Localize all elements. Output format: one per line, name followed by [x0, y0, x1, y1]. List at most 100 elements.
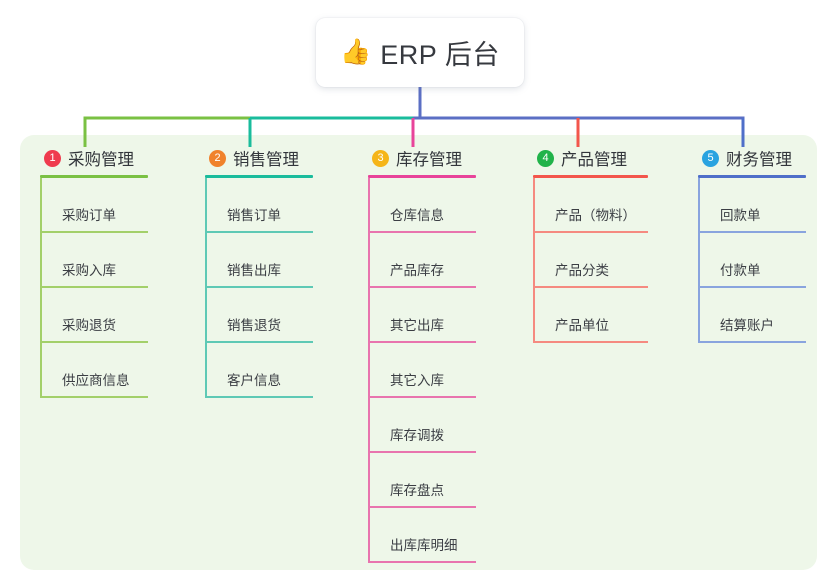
leaf-rule [533, 341, 648, 343]
leaf-node[interactable]: 客户信息 [205, 343, 313, 398]
leaf-rule [698, 231, 806, 233]
leaf-label: 销售出库 [227, 263, 281, 278]
branch-rule-4 [533, 175, 648, 178]
leaf-label: 付款单 [720, 263, 761, 278]
branch-title-3: 库存管理 [396, 151, 462, 169]
leaf-node[interactable]: 供应商信息 [40, 343, 148, 398]
branch-spine-2 [205, 178, 207, 398]
leaf-rule [368, 231, 476, 233]
leaf-rule [40, 231, 148, 233]
branch-badge-2: 2 [209, 149, 226, 167]
leaf-rule [205, 231, 313, 233]
leaf-label: 库存盘点 [390, 483, 444, 498]
leaf-node[interactable]: 销售出库 [205, 233, 313, 288]
leaf-label: 出库库明细 [390, 538, 458, 553]
branch-rule-2 [205, 175, 313, 178]
leaf-node[interactable]: 销售退货 [205, 288, 313, 343]
leaf-node[interactable]: 付款单 [698, 233, 806, 288]
leaf-rule [368, 506, 476, 508]
leaf-node[interactable]: 产品库存 [368, 233, 476, 288]
leaf-list-3: 仓库信息产品库存其它出库其它入库库存调拨库存盘点出库库明细 [368, 178, 476, 563]
leaf-node[interactable]: 仓库信息 [368, 178, 476, 233]
branch-2: 2 销售管理销售订单销售出库销售退货客户信息 [205, 146, 313, 398]
leaf-label: 库存调拨 [390, 428, 444, 443]
branch-3: 3 库存管理仓库信息产品库存其它出库其它入库库存调拨库存盘点出库库明细 [368, 146, 476, 563]
branch-header-2[interactable]: 2 销售管理 [205, 146, 313, 170]
leaf-node[interactable]: 采购退货 [40, 288, 148, 343]
leaf-label: 产品单位 [555, 318, 609, 333]
leaf-rule [368, 286, 476, 288]
branches-panel [20, 135, 817, 570]
leaf-label: 产品分类 [555, 263, 609, 278]
branch-rule-5 [698, 175, 806, 178]
branch-badge-1: 1 [44, 149, 61, 167]
leaf-rule [533, 231, 648, 233]
leaf-node[interactable]: 产品分类 [533, 233, 648, 288]
leaf-rule [40, 341, 148, 343]
leaf-label: 回款单 [720, 208, 761, 223]
branch-header-1[interactable]: 1 采购管理 [40, 146, 148, 170]
leaf-label: 销售退货 [227, 318, 281, 333]
branch-header-4[interactable]: 4 产品管理 [533, 146, 648, 170]
leaf-rule [40, 396, 148, 398]
leaf-label: 客户信息 [227, 373, 281, 388]
leaf-node[interactable]: 采购入库 [40, 233, 148, 288]
leaf-rule [368, 451, 476, 453]
leaf-rule [698, 286, 806, 288]
leaf-node[interactable]: 其它出库 [368, 288, 476, 343]
branch-title-1: 采购管理 [68, 151, 134, 169]
leaf-node[interactable]: 出库库明细 [368, 508, 476, 563]
leaf-label: 其它出库 [390, 318, 444, 333]
leaf-rule [205, 286, 313, 288]
leaf-node[interactable]: 结算账户 [698, 288, 806, 343]
branch-badge-3: 3 [372, 149, 389, 167]
leaf-rule [40, 286, 148, 288]
leaf-list-4: 产品（物料） 产品分类产品单位 [533, 178, 648, 343]
leaf-node[interactable]: 库存调拨 [368, 398, 476, 453]
branch-5: 5 财务管理回款单付款单结算账户 [698, 146, 806, 343]
leaf-node[interactable]: 产品（物料） [533, 178, 648, 233]
branch-badge-5: 5 [702, 149, 719, 167]
leaf-rule [205, 341, 313, 343]
branch-spine-5 [698, 178, 700, 343]
leaf-list-5: 回款单付款单结算账户 [698, 178, 806, 343]
branch-header-5[interactable]: 5 财务管理 [698, 146, 806, 170]
leaf-label: 采购订单 [62, 208, 116, 223]
leaf-node[interactable]: 采购订单 [40, 178, 148, 233]
branch-title-2: 销售管理 [233, 151, 299, 169]
branch-title-5: 财务管理 [726, 151, 792, 169]
leaf-node[interactable]: 回款单 [698, 178, 806, 233]
branch-spine-3 [368, 178, 370, 563]
branch-title-4: 产品管理 [561, 151, 627, 169]
branch-rule-1 [40, 175, 148, 178]
leaf-label: 其它入库 [390, 373, 444, 388]
leaf-list-1: 采购订单采购入库采购退货供应商信息 [40, 178, 148, 398]
leaf-label: 采购退货 [62, 318, 116, 333]
leaf-rule [368, 396, 476, 398]
leaf-label: 结算账户 [720, 318, 774, 333]
leaf-node[interactable]: 库存盘点 [368, 453, 476, 508]
leaf-label: 产品库存 [390, 263, 444, 278]
branch-4: 4 产品管理产品（物料） 产品分类产品单位 [533, 146, 648, 343]
leaf-node[interactable]: 其它入库 [368, 343, 476, 398]
leaf-label: 产品（物料） [555, 208, 636, 223]
branch-1: 1 采购管理采购订单采购入库采购退货供应商信息 [40, 146, 148, 398]
thumbs-up-icon: 👍 [340, 38, 372, 66]
leaf-list-2: 销售订单销售出库销售退货客户信息 [205, 178, 313, 398]
leaf-rule [368, 341, 476, 343]
leaf-rule [205, 396, 313, 398]
leaf-rule [368, 561, 476, 563]
leaf-rule [533, 286, 648, 288]
branch-spine-4 [533, 178, 535, 343]
root-node[interactable]: 👍 ERP 后台 [316, 18, 524, 87]
branch-header-3[interactable]: 3 库存管理 [368, 146, 476, 170]
leaf-node[interactable]: 产品单位 [533, 288, 648, 343]
leaf-label: 供应商信息 [62, 373, 130, 388]
leaf-label: 销售订单 [227, 208, 281, 223]
leaf-node[interactable]: 销售订单 [205, 178, 313, 233]
branch-badge-4: 4 [537, 149, 554, 167]
branch-rule-3 [368, 175, 476, 178]
leaf-label: 仓库信息 [390, 208, 444, 223]
leaf-rule [698, 341, 806, 343]
